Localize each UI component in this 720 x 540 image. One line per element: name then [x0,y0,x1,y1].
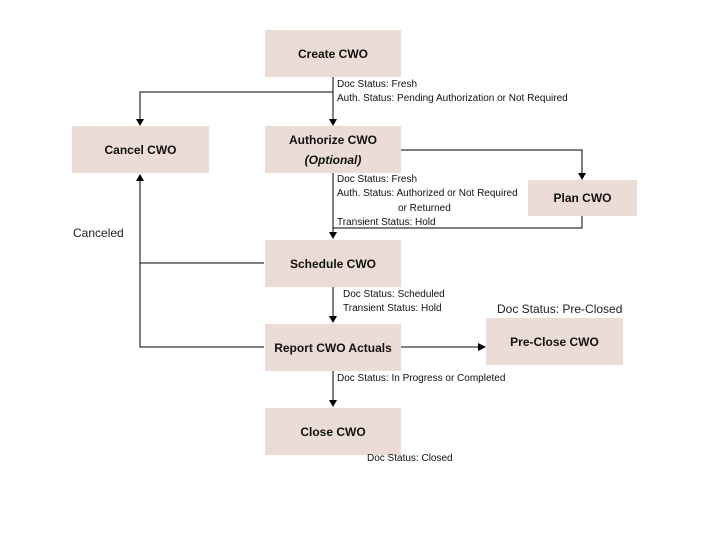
preclose-doc-status: Doc Status: Pre-Closed [497,302,623,316]
preclose-cwo-box: Pre-Close CWO [486,318,623,365]
to-cancel-arrowhead [136,174,144,181]
schedule-doc-status: Doc Status: Scheduled [343,289,445,300]
close-cwo-box: Close CWO [265,408,401,455]
schedule-to-report-arrowhead [329,316,337,323]
authorize-to-schedule-arrowhead [329,232,337,239]
cancel-cwo-box: Cancel CWO [72,126,209,173]
schedule-cwo-box: Schedule CWO [265,240,401,287]
authorize-doc-status: Doc Status: Fresh [337,174,418,185]
report-to-cancel-line [139,180,264,348]
report-cwo-actuals-label: Report CWO Actuals [274,340,392,355]
report-doc-status: Doc Status: In Progress or Completed [337,373,506,384]
schedule-cwo-label: Schedule CWO [289,256,376,271]
authorize-cwo-label: Authorize CWO [289,132,377,147]
report-to-close-arrowhead [329,400,337,407]
create-to-cancel-line [139,91,333,120]
plan-cwo-box: Plan CWO [528,180,637,216]
report-cwo-actuals-box: Report CWO Actuals [265,324,401,371]
authorize-to-plan-line [401,149,583,174]
create-to-authorize-arrowhead [329,119,337,126]
cancel-cwo-label: Cancel CWO [104,142,177,157]
authorize-auth-status: Auth. Status: Authorized or Not Required [337,188,518,199]
schedule-transient-status: Transient Status: Hold [343,303,442,314]
create-cwo-label: Create CWO [297,46,368,61]
create-to-cancel-arrowhead [136,119,144,126]
create-cwo-box: Create CWO [265,30,401,77]
plan-cwo-label: Plan CWO [553,191,612,205]
create-auth-status: Auth. Status: Pending Authorization or N… [337,93,568,104]
close-cwo-label: Close CWO [300,424,366,439]
plan-to-schedule-line [333,216,583,229]
authorize-cwo-box: Authorize CWO (Optional) [265,126,401,173]
close-doc-status: Doc Status: Closed [367,453,453,464]
create-doc-status: Doc Status: Fresh [337,79,418,90]
canceled-label: Canceled [73,226,124,240]
authorize-transient-status: Transient Status: Hold [337,217,436,228]
report-to-preclose-arrowhead [478,343,486,351]
authorize-cwo-sublabel: (Optional) [304,152,362,167]
authorize-to-plan-arrowhead [578,173,586,180]
authorize-auth-status-continued: or Returned [398,203,451,214]
preclose-cwo-label: Pre-Close CWO [510,334,599,349]
